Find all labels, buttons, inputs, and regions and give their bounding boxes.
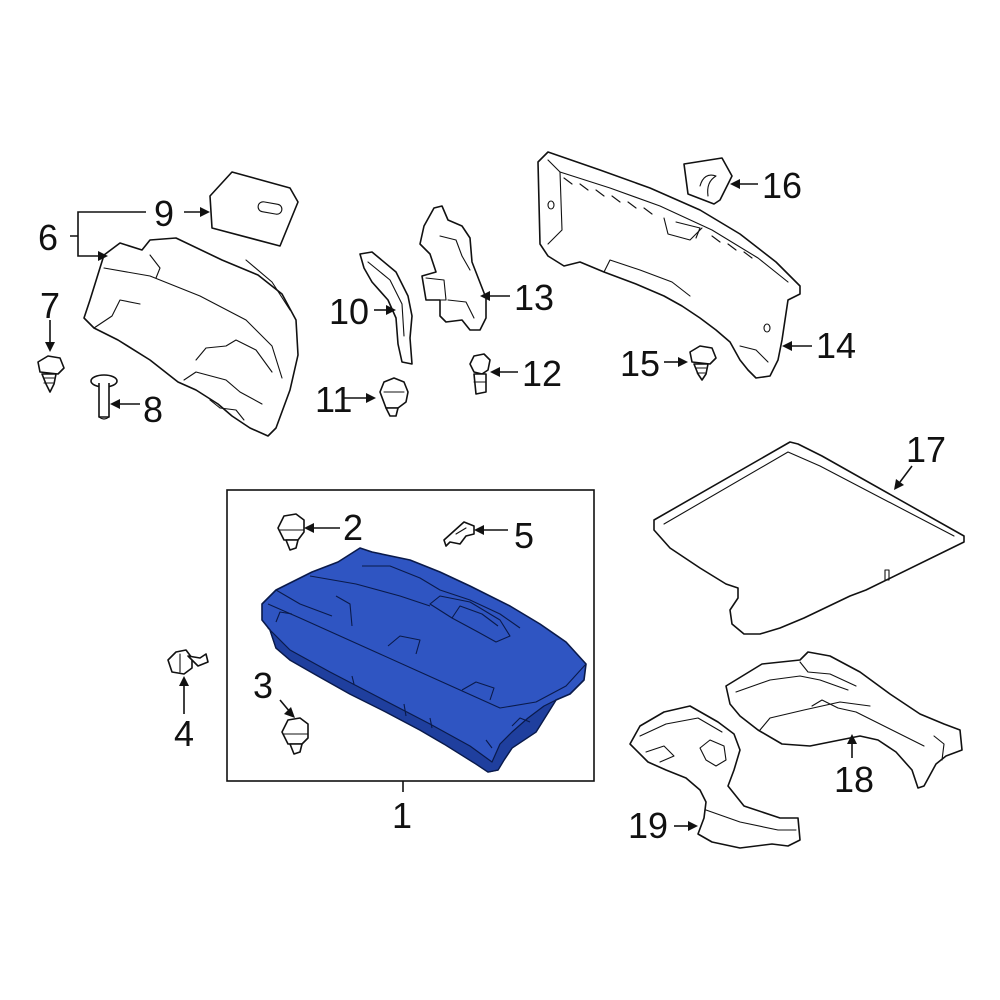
part-3-clip (281, 717, 309, 755)
part-5-bracket (443, 521, 475, 547)
callout-8: 8 (143, 389, 163, 430)
part-19-lower-trim (629, 705, 801, 849)
part-14-rear-panel-trim (537, 151, 801, 379)
callout-5: 5 (514, 515, 534, 556)
callout-6: 6 (38, 217, 58, 258)
part-7-push-pin (37, 355, 65, 393)
part-17-trunk-mat (653, 441, 965, 635)
callout-17: 17 (906, 429, 946, 470)
callout-13: 13 (514, 277, 554, 318)
part-8-fastener (90, 374, 118, 420)
part-16-cover (683, 157, 733, 205)
callout-1: 1 (392, 795, 412, 836)
callout-7: 7 (40, 285, 60, 326)
callout-19: 19 (628, 805, 668, 846)
part-4-push-pin (167, 649, 209, 675)
part-6-quarter-trim (83, 237, 299, 437)
part-10-bracket (359, 251, 413, 365)
part-1-frame (226, 489, 595, 782)
callout-10: 10 (329, 291, 369, 332)
leader-lines (45, 179, 913, 831)
callout-14: 14 (816, 325, 856, 366)
callout-15: 15 (620, 343, 660, 384)
callout-12: 12 (522, 353, 562, 394)
callout-4: 4 (174, 713, 194, 754)
part-11-clip (379, 377, 409, 417)
part-18-side-trim (725, 651, 963, 789)
part-15-push-pin (689, 345, 717, 381)
part-12-clip (469, 353, 491, 395)
part-1-package-tray (261, 547, 587, 773)
part-13-bracket (419, 205, 487, 331)
callout-16: 16 (762, 165, 802, 206)
callout-11: 11 (315, 379, 352, 420)
part-2-clip (277, 513, 305, 551)
callout-2: 2 (343, 507, 363, 548)
part-9-insulator-pad (209, 171, 299, 247)
callout-3: 3 (253, 665, 273, 706)
callout-18: 18 (834, 759, 874, 800)
callout-labels: 1 2 3 4 5 6 7 8 9 10 11 12 13 14 15 16 1… (38, 165, 946, 846)
callout-9: 9 (154, 193, 174, 234)
